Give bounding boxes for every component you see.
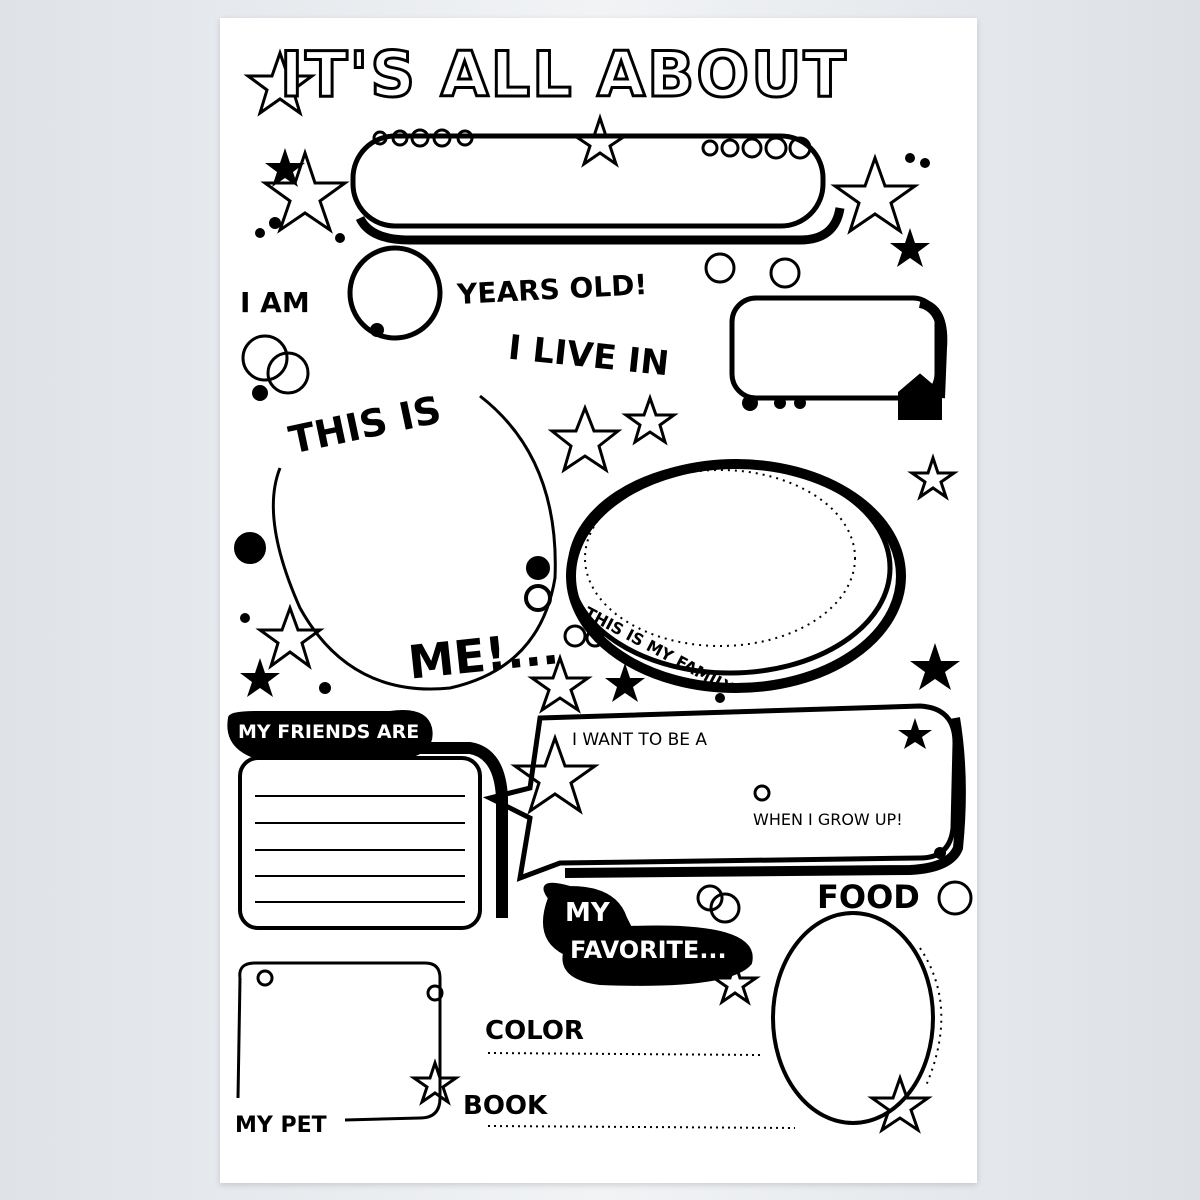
want-box (482, 703, 958, 882)
star-icon (243, 48, 317, 117)
favorite-label-1: MY (565, 898, 610, 928)
i-am-label: I AM (240, 286, 310, 319)
live-in-box (729, 295, 940, 401)
want-to-be-label: I WANT TO BE A (572, 730, 708, 750)
grow-up-label: WHEN I GROW UP! (753, 810, 903, 829)
favorite-label-2: FAVORITE... (570, 936, 727, 964)
friends-label: MY FRIENDS ARE (238, 721, 420, 743)
favorite-bubble (543, 882, 753, 986)
pet-box (238, 961, 442, 1122)
me-circle (271, 394, 557, 691)
title: IT'S ALL ABOUT (279, 37, 848, 113)
food-oval (771, 911, 935, 1125)
worksheet-drawing (227, 48, 973, 1134)
my-pet-label: MY PET (235, 1113, 327, 1138)
house-icon (898, 373, 942, 420)
book-label: BOOK (463, 1091, 548, 1121)
food-label: FOOD (817, 878, 920, 916)
color-label: COLOR (485, 1016, 584, 1046)
age-circle (347, 245, 443, 341)
worksheet-poster: IT'S ALL ABOUT I AM YEARS OLD! I LIVE IN… (220, 18, 977, 1183)
